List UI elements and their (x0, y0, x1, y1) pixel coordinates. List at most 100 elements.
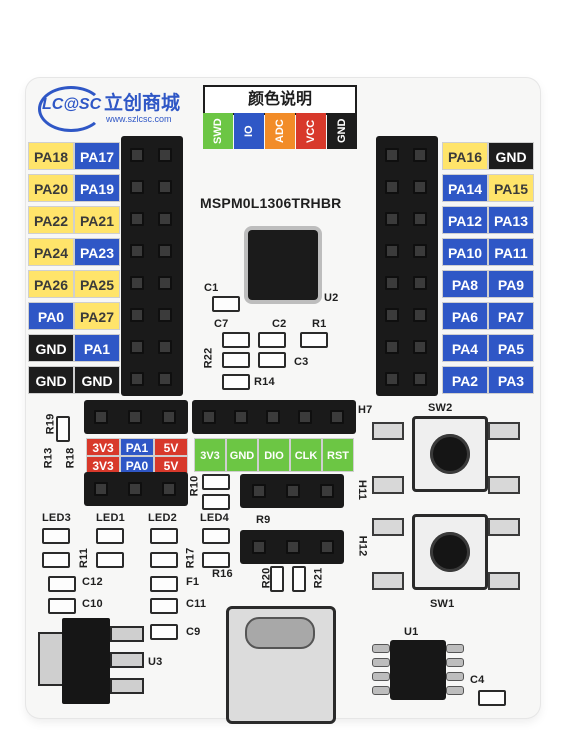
h-header-pin (252, 540, 266, 554)
regulator-leg-3 (110, 678, 144, 694)
ref-r1: R1 (312, 318, 327, 330)
h-header-pin (286, 540, 300, 554)
u1-pin-7 (446, 672, 464, 681)
resistor-r10a (202, 474, 230, 490)
u1-pin-3 (372, 672, 390, 681)
left-header-pin (130, 212, 144, 226)
left-pin-label-pa24: PA24 (28, 238, 74, 266)
chip-ref: U2 (324, 292, 339, 304)
swd-header-pin (202, 410, 216, 424)
ref-c7: C7 (214, 318, 229, 330)
sw1-leg-tl (372, 518, 404, 536)
legend-swatch-adc: ADC (265, 113, 295, 149)
resistor-r20 (270, 566, 284, 592)
capacitor-c3 (258, 352, 286, 368)
resistor-r11b (96, 552, 124, 568)
left-pin-label-gnd: GND (28, 366, 74, 394)
h-header-pin (320, 540, 334, 554)
right-pin-label-pa4: PA4 (442, 334, 488, 362)
right-pin-label-pa14: PA14 (442, 174, 488, 202)
left-pin-label-pa25: PA25 (74, 270, 120, 298)
mcu-chip (248, 230, 318, 300)
left-header-pin (158, 212, 172, 226)
ref-c1: C1 (204, 282, 219, 294)
right-header-pin (385, 180, 399, 194)
left-pin-label-pa1: PA1 (74, 334, 120, 362)
left-header-pin (158, 244, 172, 258)
left-header-pin (130, 372, 144, 386)
legend-swatch-gnd: GND (327, 113, 357, 149)
right-pin-label-pa13: PA13 (488, 206, 534, 234)
right-pin-label-pa9: PA9 (488, 270, 534, 298)
swd-label-3v3: 3V3 (194, 438, 226, 472)
ref-r13: R13 (42, 447, 55, 469)
right-pin-label-pa6: PA6 (442, 302, 488, 330)
led3 (42, 528, 70, 544)
ref-r11: R11 (78, 547, 91, 569)
u1-pin-4 (372, 686, 390, 695)
left-header-pin (158, 340, 172, 354)
logo-website: www.szlcsc.com (106, 114, 172, 124)
left-header-pin (158, 308, 172, 322)
ref-led4: LED4 (200, 512, 229, 524)
capacitor-c9 (150, 624, 178, 640)
regulator-u3 (62, 618, 110, 704)
ref-h12: H12 (356, 535, 369, 557)
legend-title: 颜色说明 (203, 85, 357, 115)
right-header-pin (413, 276, 427, 290)
usb-c-port[interactable] (226, 606, 336, 724)
right-pin-label-pa3: PA3 (488, 366, 534, 394)
u1-pin-1 (372, 644, 390, 653)
ref-r9: R9 (256, 514, 271, 526)
ref-led3: LED3 (42, 512, 71, 524)
ref-h7: H7 (358, 404, 373, 416)
capacitor-c4 (478, 690, 506, 706)
ref-c9: C9 (186, 626, 201, 638)
left-pin-label-pa20: PA20 (28, 174, 74, 202)
ref-r21: R21 (312, 567, 325, 589)
left-header-pin (130, 276, 144, 290)
sw1-knob (430, 532, 470, 572)
bottom-header-pin (162, 482, 176, 496)
capacitor-c7 (222, 332, 250, 348)
ref-f1: F1 (186, 576, 200, 588)
regulator-leg-2 (110, 652, 144, 668)
right-header-pin (385, 308, 399, 322)
ref-led2: LED2 (148, 512, 177, 524)
ref-r16: R16 (212, 568, 233, 580)
ref-u3: U3 (148, 656, 163, 668)
swd-header-pin (234, 410, 248, 424)
ref-r17: R17 (184, 547, 197, 569)
sw2-leg-tr (488, 422, 520, 440)
swd-header-pin (330, 410, 344, 424)
resistor-r11a (42, 552, 70, 568)
u1-pin-8 (446, 686, 464, 695)
button-sw1[interactable] (412, 514, 488, 590)
power-label-pa1: PA1 (120, 438, 154, 456)
right-pin-label-pa7: PA7 (488, 302, 534, 330)
swd-label-clk: CLK (290, 438, 322, 472)
button-sw2[interactable] (412, 416, 488, 492)
sw2-knob (430, 434, 470, 474)
left-pin-label-pa27: PA27 (74, 302, 120, 330)
right-pin-label-gnd: GND (488, 142, 534, 170)
swd-header-pin (298, 410, 312, 424)
right-header-pin (413, 244, 427, 258)
right-pin-label-pa16: PA16 (442, 142, 488, 170)
left-pin-label-gnd: GND (74, 366, 120, 394)
sw2-leg-tl (372, 422, 404, 440)
left-pin-label-pa19: PA19 (74, 174, 120, 202)
left-pin-label-pa21: PA21 (74, 206, 120, 234)
sw1-leg-tr (488, 518, 520, 536)
h-header-pin (252, 484, 266, 498)
right-pin-label-pa12: PA12 (442, 206, 488, 234)
u1-pin-6 (446, 658, 464, 667)
ref-c3: C3 (294, 356, 309, 368)
right-header-pin (413, 212, 427, 226)
right-header-pin (385, 372, 399, 386)
fuse-f1 (150, 576, 178, 592)
ref-h11: H11 (356, 479, 369, 501)
right-header-pin (385, 276, 399, 290)
legend-swatch-swd: SWD (203, 113, 233, 149)
